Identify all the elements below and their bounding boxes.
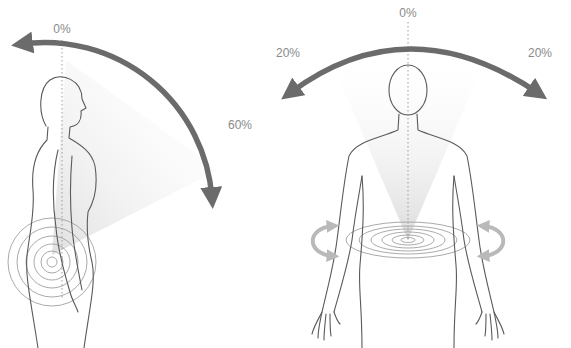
pivot-rings	[346, 222, 470, 258]
percent-label: 60%	[228, 118, 252, 132]
motion-arrow	[22, 42, 212, 198]
axis-line	[408, 22, 409, 240]
body-outline	[312, 65, 504, 348]
percent-label: 20%	[528, 46, 552, 60]
motion-arrow	[290, 49, 538, 93]
percent-label: 0%	[53, 22, 70, 36]
rotation-arrow	[313, 226, 333, 256]
side-view	[8, 40, 218, 348]
percent-label: 20%	[276, 46, 300, 60]
pivot-rings	[8, 218, 96, 306]
percent-label: 0%	[399, 6, 416, 20]
body-outline	[27, 77, 97, 348]
rotation-arrow	[483, 226, 503, 256]
back-view	[290, 22, 538, 348]
